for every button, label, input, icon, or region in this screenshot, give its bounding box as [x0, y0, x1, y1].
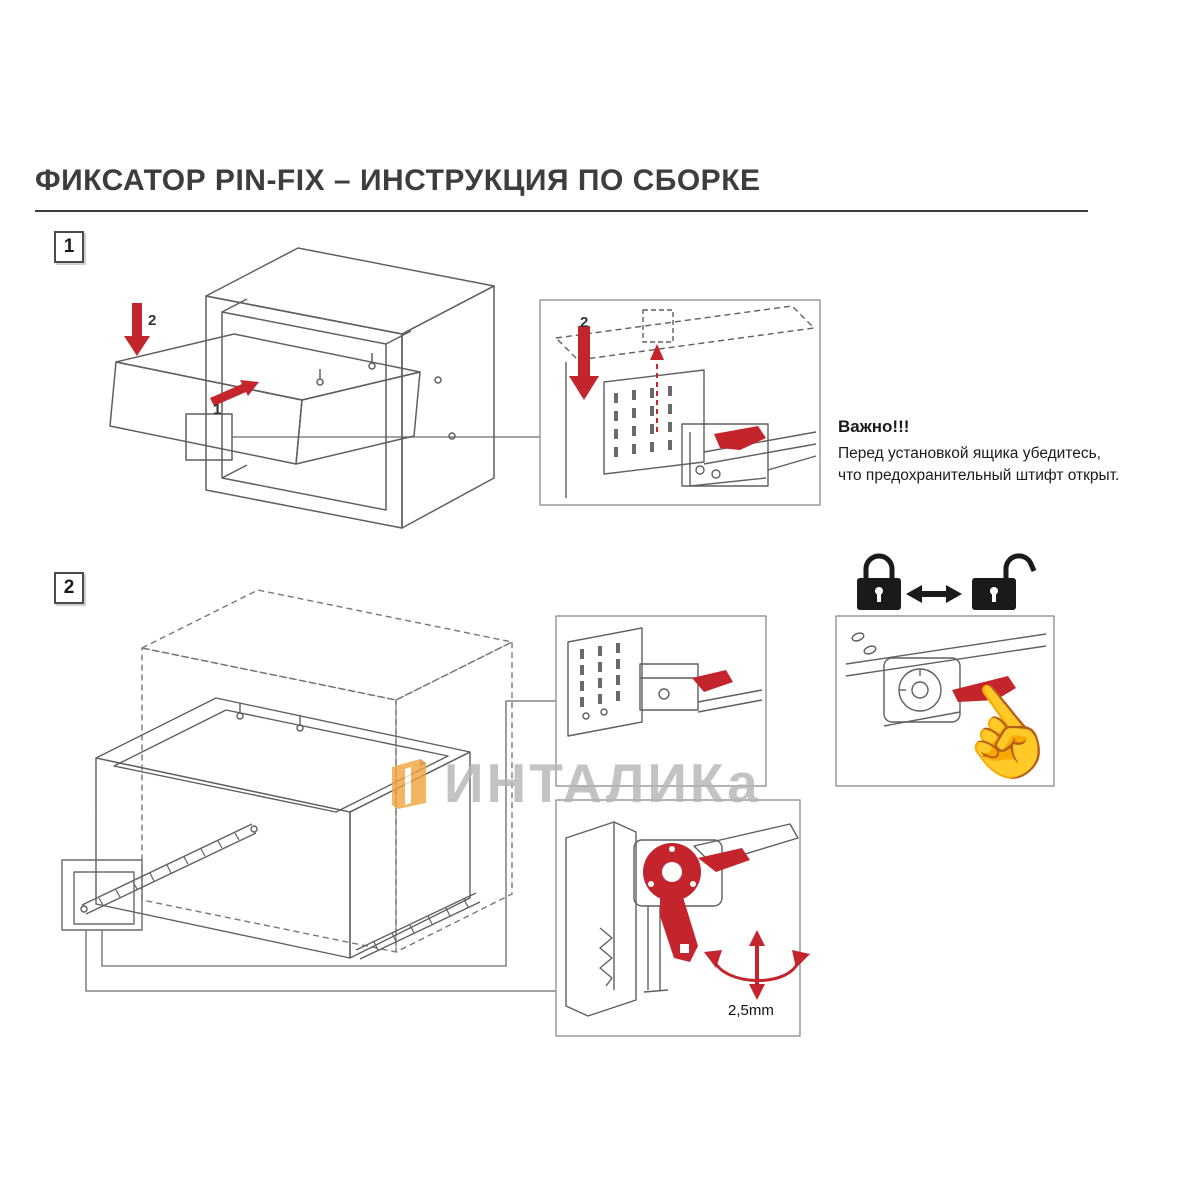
step1-arrows	[124, 303, 259, 406]
step2-number-badge: 2	[54, 572, 84, 604]
step1-detail-drawing	[539, 299, 821, 506]
step2-drawer-drawing	[61, 589, 513, 960]
title-divider	[35, 210, 1088, 212]
step1-arrow-insert-label: 1	[213, 401, 222, 418]
step2-adjust-drawing	[555, 799, 810, 1037]
lock-open-icon	[972, 553, 1037, 610]
step2-pin-detail-drawing	[555, 615, 767, 787]
page-title: ФИКСАТОР PIN-FIX – ИНСТРУКЦИЯ ПО СБОРКЕ	[35, 164, 761, 197]
step1-arrow-down-label: 2	[148, 312, 157, 329]
step1-detail-arrow-label: 2	[580, 314, 589, 331]
note-line1: Перед установкой ящика убедитесь,	[838, 445, 1101, 462]
double-arrow-icon	[906, 585, 962, 603]
lock-closed-icon	[857, 553, 901, 610]
step1-number-badge: 1	[54, 231, 84, 263]
step1-drawer-drawing	[109, 333, 421, 465]
watermark: ИНТАЛИКа	[386, 756, 761, 811]
lock-state-icons	[857, 553, 1037, 610]
callout-connectors	[85, 436, 560, 992]
note-heading: Важно!!!	[838, 417, 910, 436]
note-line2: что предохранительный штифт открыт.	[838, 467, 1120, 484]
intalika-logo-icon	[392, 758, 426, 809]
step2-release-drawing	[835, 615, 1055, 787]
important-note: Важно!!! Перед установкой ящика убедитес…	[838, 416, 1158, 487]
step1-cabinet-drawing	[205, 247, 495, 529]
adjustment-dimension-label: 2,5mm	[728, 1002, 774, 1019]
watermark-brand-text: ИНТАЛИКа	[444, 752, 761, 814]
